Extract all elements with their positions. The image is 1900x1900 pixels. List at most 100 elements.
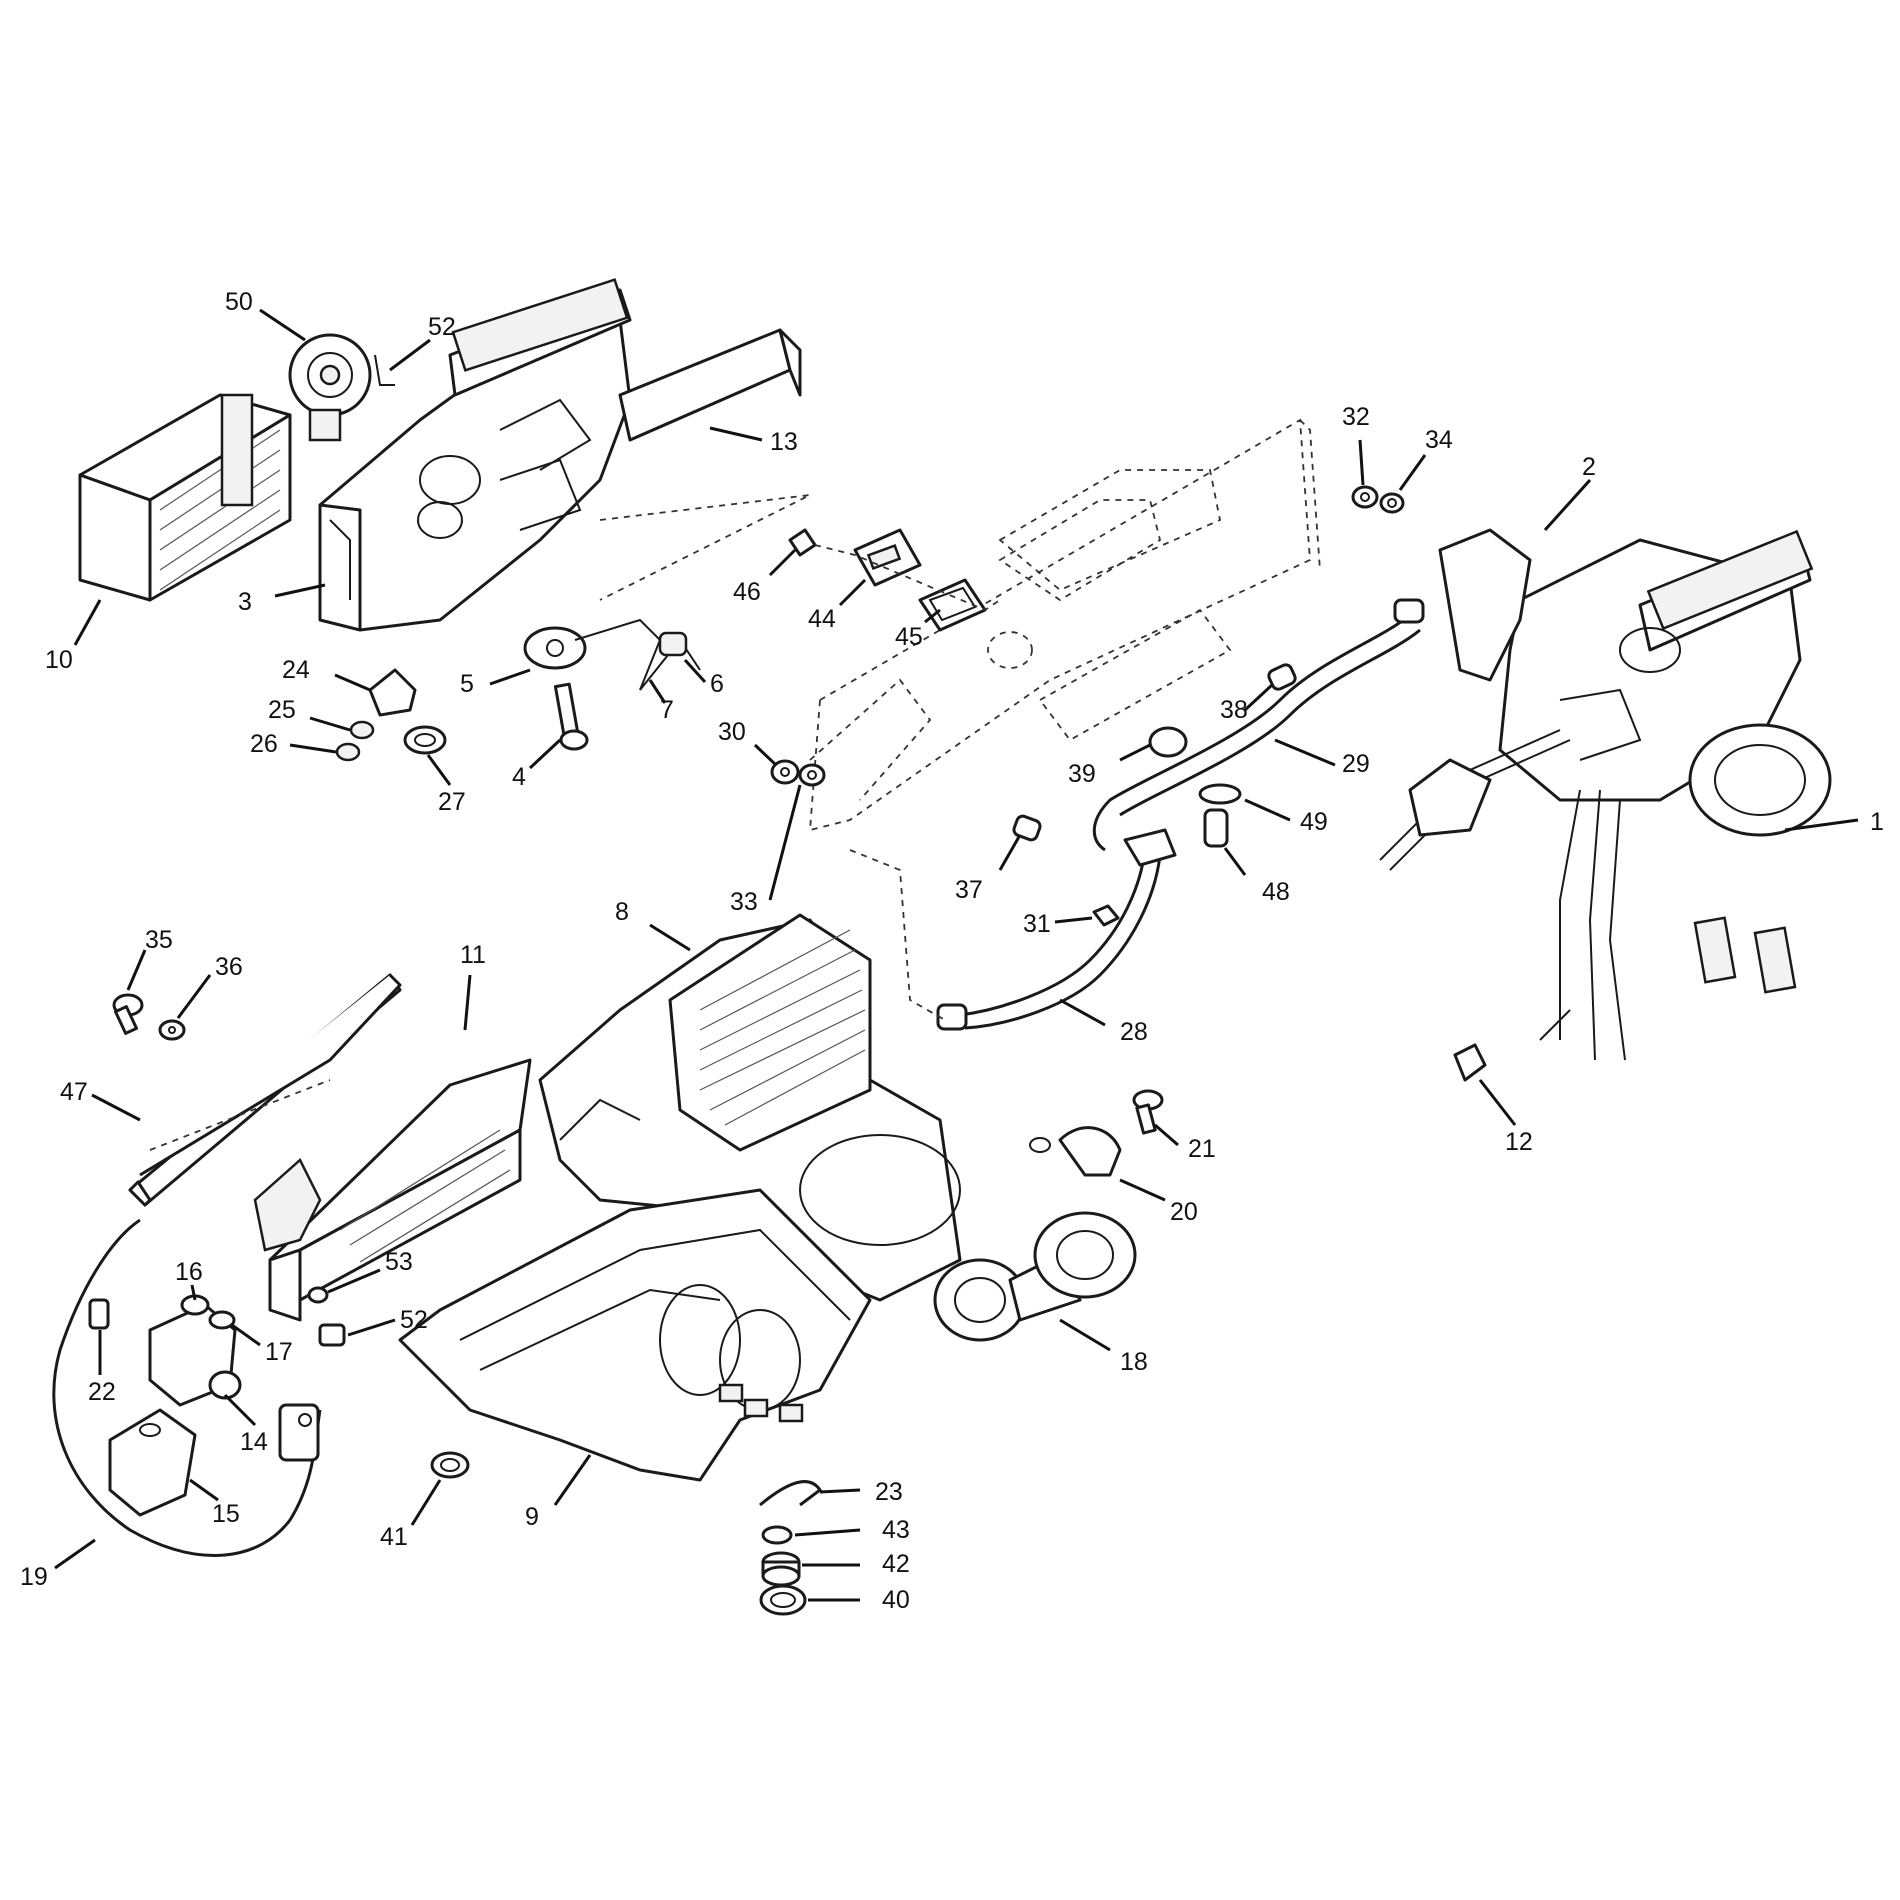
callout-9: 9 bbox=[525, 1503, 539, 1531]
callout-37: 37 bbox=[955, 876, 983, 904]
callout-21: 21 bbox=[1188, 1135, 1216, 1163]
callout-6: 6 bbox=[710, 670, 724, 698]
washer-34 bbox=[1379, 492, 1405, 514]
hose-28 bbox=[936, 828, 1177, 1031]
callout-23: 23 bbox=[875, 1478, 903, 1506]
washer-36 bbox=[158, 1019, 186, 1041]
resistor-44 bbox=[853, 528, 922, 587]
callout-4: 4 bbox=[512, 763, 526, 791]
leader-lines bbox=[54, 308, 1859, 1602]
sleeve-42 bbox=[761, 1551, 801, 1587]
callout-31: 31 bbox=[1023, 910, 1051, 938]
plug-38 bbox=[1267, 663, 1297, 691]
callout-27: 27 bbox=[438, 788, 466, 816]
nut-31 bbox=[1092, 904, 1120, 927]
connector-52-lower bbox=[318, 1323, 346, 1347]
link-wire-upper bbox=[374, 354, 395, 386]
callout-52-lower: 52 bbox=[400, 1306, 428, 1334]
switch-block-15 bbox=[108, 1408, 197, 1517]
callout-36: 36 bbox=[215, 953, 243, 981]
evaporator-case-upper bbox=[538, 913, 962, 1302]
callout-11: 11 bbox=[460, 941, 486, 969]
heater-housing bbox=[318, 278, 811, 632]
plug-39 bbox=[1148, 726, 1188, 758]
callout-25: 25 bbox=[268, 696, 296, 724]
callout-53: 53 bbox=[385, 1248, 413, 1276]
hose-29 bbox=[1092, 598, 1425, 852]
motor-bracket bbox=[1029, 1126, 1122, 1177]
bracket-2 bbox=[1438, 528, 1532, 682]
callout-46: 46 bbox=[733, 578, 761, 606]
callout-32: 32 bbox=[1342, 403, 1370, 431]
callout-24: 24 bbox=[282, 656, 310, 684]
callout-14: 14 bbox=[240, 1428, 268, 1456]
callout-50: 50 bbox=[225, 288, 253, 316]
callout-3: 3 bbox=[238, 588, 252, 616]
callout-41: 41 bbox=[380, 1523, 408, 1551]
callout-10: 10 bbox=[45, 646, 73, 674]
callout-38: 38 bbox=[1220, 696, 1248, 724]
callout-22: 22 bbox=[88, 1378, 116, 1406]
nut-26 bbox=[335, 742, 361, 762]
callout-15: 15 bbox=[212, 1500, 240, 1528]
duct bbox=[618, 328, 802, 442]
callout-13: 13 bbox=[770, 428, 798, 456]
callout-44: 44 bbox=[808, 605, 836, 633]
screw-4 bbox=[553, 682, 589, 751]
callout-40: 40 bbox=[882, 1586, 910, 1614]
washer-32 bbox=[1351, 485, 1379, 509]
washer-25 bbox=[349, 720, 375, 740]
callout-45: 45 bbox=[895, 623, 923, 651]
sleeve-48 bbox=[1203, 808, 1229, 848]
seal-frame bbox=[128, 973, 402, 1207]
washer-33 bbox=[798, 763, 826, 787]
dash-line-45 bbox=[814, 544, 1001, 612]
seal-guide bbox=[149, 1079, 331, 1151]
callout-5: 5 bbox=[460, 670, 474, 698]
bulkhead-panel bbox=[809, 418, 1321, 832]
callout-33: 33 bbox=[730, 888, 758, 916]
callout-39: 39 bbox=[1068, 760, 1096, 788]
washer-30 bbox=[770, 759, 800, 785]
callout-42: 42 bbox=[882, 1550, 910, 1578]
callout-35: 35 bbox=[145, 926, 173, 954]
vacuum-actuator-24 bbox=[368, 668, 417, 717]
grommet-41 bbox=[430, 1451, 470, 1479]
callout-7: 7 bbox=[660, 696, 674, 724]
lever-assembly bbox=[523, 618, 701, 691]
callout-52-upper: 52 bbox=[428, 313, 456, 341]
callout-26: 26 bbox=[250, 730, 278, 758]
screw-21 bbox=[1132, 1089, 1164, 1135]
callout-12: 12 bbox=[1505, 1128, 1533, 1156]
callout-18: 18 bbox=[1120, 1348, 1148, 1376]
callout-19: 19 bbox=[20, 1563, 48, 1591]
callout-1: 1 bbox=[1870, 808, 1884, 836]
drain-tube-23 bbox=[759, 1480, 823, 1507]
callout-48: 48 bbox=[1262, 878, 1290, 906]
callout-28: 28 bbox=[1120, 1018, 1148, 1046]
thermostat-switch bbox=[278, 1403, 320, 1462]
actuator-motor bbox=[288, 333, 372, 442]
callout-2: 2 bbox=[1582, 453, 1596, 481]
connector-22 bbox=[88, 1298, 110, 1330]
grommet-27 bbox=[403, 725, 447, 755]
callout-29: 29 bbox=[1342, 750, 1370, 778]
clip-12 bbox=[1453, 1043, 1487, 1082]
grommet-40 bbox=[759, 1584, 807, 1616]
callout-8: 8 bbox=[615, 898, 629, 926]
heater-assembly-complete bbox=[1379, 529, 1832, 1061]
callout-30: 30 bbox=[718, 718, 746, 746]
clip-43 bbox=[761, 1525, 793, 1545]
callout-16: 16 bbox=[175, 1258, 203, 1286]
lower-case bbox=[398, 1188, 872, 1482]
plug-53 bbox=[307, 1286, 329, 1304]
callout-numbers: 1 2 3 4 5 6 7 8 9 10 11 12 13 14 15 16 1… bbox=[20, 288, 1884, 1614]
hose-28-guide bbox=[849, 849, 946, 1021]
o-ring-17 bbox=[208, 1310, 236, 1330]
callout-17: 17 bbox=[265, 1338, 293, 1366]
callout-47: 47 bbox=[60, 1078, 88, 1106]
evaporator-core bbox=[253, 1058, 532, 1322]
screw-35 bbox=[112, 993, 144, 1035]
callout-43: 43 bbox=[882, 1516, 910, 1544]
